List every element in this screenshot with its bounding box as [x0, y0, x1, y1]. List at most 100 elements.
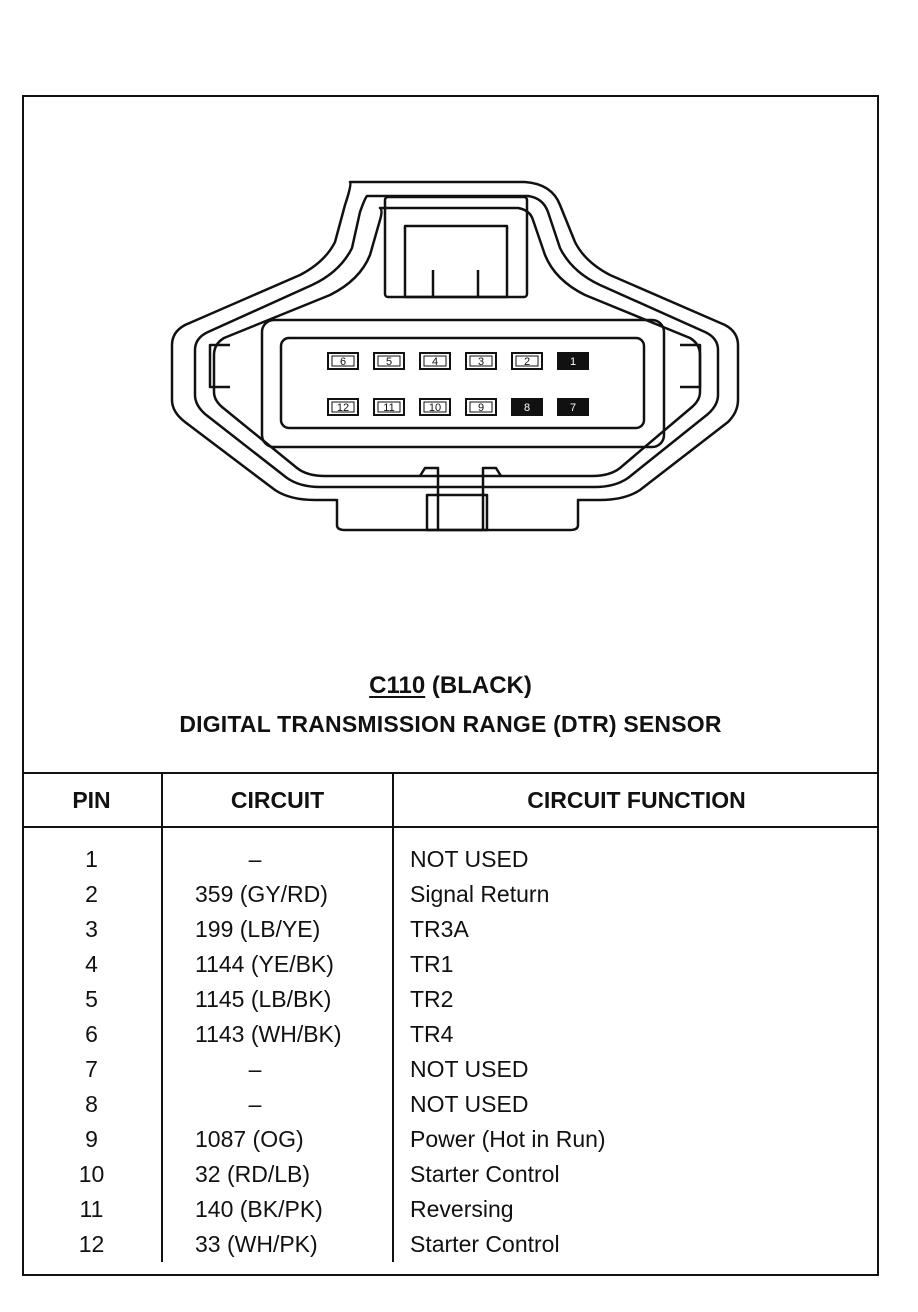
circuit-value: – [162, 1087, 394, 1122]
connector-name: DIGITAL TRANSMISSION RANGE (DTR) SENSOR [179, 711, 722, 737]
circuit-function: Starter Control [410, 1231, 560, 1257]
pin-cavity-inner [423, 401, 447, 413]
header-circuit: CIRCUIT [162, 772, 394, 828]
pin-number: 1 [22, 827, 163, 877]
circuit-value: 199 (LB/YE) [162, 912, 394, 947]
pin-cavity-inner [377, 355, 401, 367]
circuit-text: 1144 (YE/BK) [195, 951, 334, 977]
pin-cavity-inner [377, 401, 401, 413]
bottom-key-slot [425, 493, 489, 532]
pin-label: 8 [524, 402, 530, 414]
pin-cavity-inner [469, 355, 493, 367]
bottom-key [418, 466, 503, 530]
pin-cavity-11 [373, 398, 405, 416]
circuit-function: NOT USED [410, 1091, 529, 1117]
pin-cavity-inner [331, 401, 355, 413]
pin-cavity-inner [423, 355, 447, 367]
pin-cavity-inner [469, 401, 493, 413]
circuit-function: TR1 [410, 951, 454, 977]
pin-label: 5 [386, 356, 392, 368]
circuit-function: Reversing [410, 1196, 514, 1222]
circuit-text: – [248, 1091, 262, 1117]
pin-label: 10 [429, 402, 441, 414]
connector-inner-outline-2 [212, 206, 702, 478]
connector-caption: C110 (BLACK) DIGITAL TRANSMISSION RANGE … [22, 668, 879, 744]
table-row: 2 359 (GY/RD) Signal Return [22, 877, 879, 912]
pin-number: 5 [22, 982, 163, 1017]
pin-label: 1 [570, 356, 576, 368]
pin-cavity-inner [515, 355, 539, 367]
pin-cavity-4 [419, 352, 451, 370]
pin-cavity-12 [327, 398, 359, 416]
pin-face-outer [260, 318, 666, 449]
connector-inner-outline [193, 194, 720, 489]
pin-cavity-3 [465, 352, 497, 370]
circuit-text: 140 (BK/PK) [195, 1196, 323, 1222]
header-circuit-function: CIRCUIT FUNCTION [393, 772, 879, 828]
circuit-text: 199 (LB/YE) [195, 916, 321, 942]
pin-label: 6 [340, 356, 346, 368]
circuit-function: TR3A [410, 916, 469, 942]
pin-number: 11 [22, 1192, 163, 1227]
pin-number: 7 [22, 1052, 163, 1087]
left-side-tab [208, 343, 230, 389]
circuit-text: 1145 (LB/BK) [195, 986, 332, 1012]
circuit-text: 1087 (OG) [195, 1126, 304, 1152]
circuit-function: TR2 [410, 986, 454, 1012]
circuit-value: – [162, 827, 394, 877]
connector-color: (BLACK) [431, 672, 532, 699]
pin-cavity-inner [331, 355, 355, 367]
pin-number: 9 [22, 1122, 163, 1157]
circuit-text: – [248, 1056, 262, 1082]
circuit-value: 1145 (LB/BK) [162, 982, 394, 1017]
pin-label: 3 [478, 356, 484, 368]
circuit-text: 359 (GY/RD) [195, 881, 328, 907]
circuit-value: 359 (GY/RD) [162, 877, 394, 912]
pin-label: 11 [383, 402, 394, 414]
pin-cavity-9 [465, 398, 497, 416]
circuit-text: 33 (WH/PK) [195, 1231, 318, 1257]
table-row: 11 140 (BK/PK) Reversing [22, 1192, 879, 1227]
circuit-function: Starter Control [410, 1161, 560, 1187]
pin-cavity-2 [511, 352, 543, 370]
pin-number: 12 [22, 1227, 163, 1262]
table-row: 7 – NOT USED [22, 1052, 879, 1087]
table-row: 3 199 (LB/YE) TR3A [22, 912, 879, 947]
circuit-function: Signal Return [410, 881, 550, 907]
table-row: 9 1087 (OG) Power (Hot in Run) [22, 1122, 879, 1157]
pin-number: 2 [22, 877, 163, 912]
circuit-value: 1087 (OG) [162, 1122, 394, 1157]
circuit-function: NOT USED [410, 1056, 529, 1082]
table-row: 12 33 (WH/PK) Starter Control [22, 1227, 879, 1262]
circuit-function: Power (Hot in Run) [410, 1126, 606, 1152]
pin-label: 12 [337, 402, 349, 414]
circuit-value: 32 (RD/LB) [162, 1157, 394, 1192]
table-row: 8 – NOT USED [22, 1087, 879, 1122]
pin-cavity-8 [511, 398, 543, 416]
pin-cavity-1 [557, 352, 589, 370]
table-row: 1–NOT USED [22, 827, 879, 877]
circuit-function: TR4 [410, 1021, 454, 1047]
diagram-frame [22, 95, 879, 1276]
connector-id: C110 [369, 672, 426, 699]
circuit-value: 1144 (YE/BK) [162, 947, 394, 982]
pin-number: 10 [22, 1157, 163, 1192]
table-header-row: PIN CIRCUIT CIRCUIT FUNCTION [22, 772, 879, 828]
pin-number: 3 [22, 912, 163, 947]
pin-number: 4 [22, 947, 163, 982]
right-side-tab [680, 343, 702, 389]
pin-table: PIN CIRCUIT CIRCUIT FUNCTION 1 – NOT USED 2… [22, 772, 879, 1262]
header-pin: PIN [22, 772, 163, 828]
pin-number: 8 [22, 1087, 163, 1122]
circuit-text: – [248, 846, 262, 872]
pin-label: 2 [524, 356, 530, 368]
pin-cavity-6 [327, 352, 359, 370]
pin-cavity-10 [419, 398, 451, 416]
table-row: 4 1144 (YE/BK) TR1 [22, 947, 879, 982]
pin-label: 4 [432, 356, 438, 368]
pin-label: 7 [570, 402, 576, 414]
